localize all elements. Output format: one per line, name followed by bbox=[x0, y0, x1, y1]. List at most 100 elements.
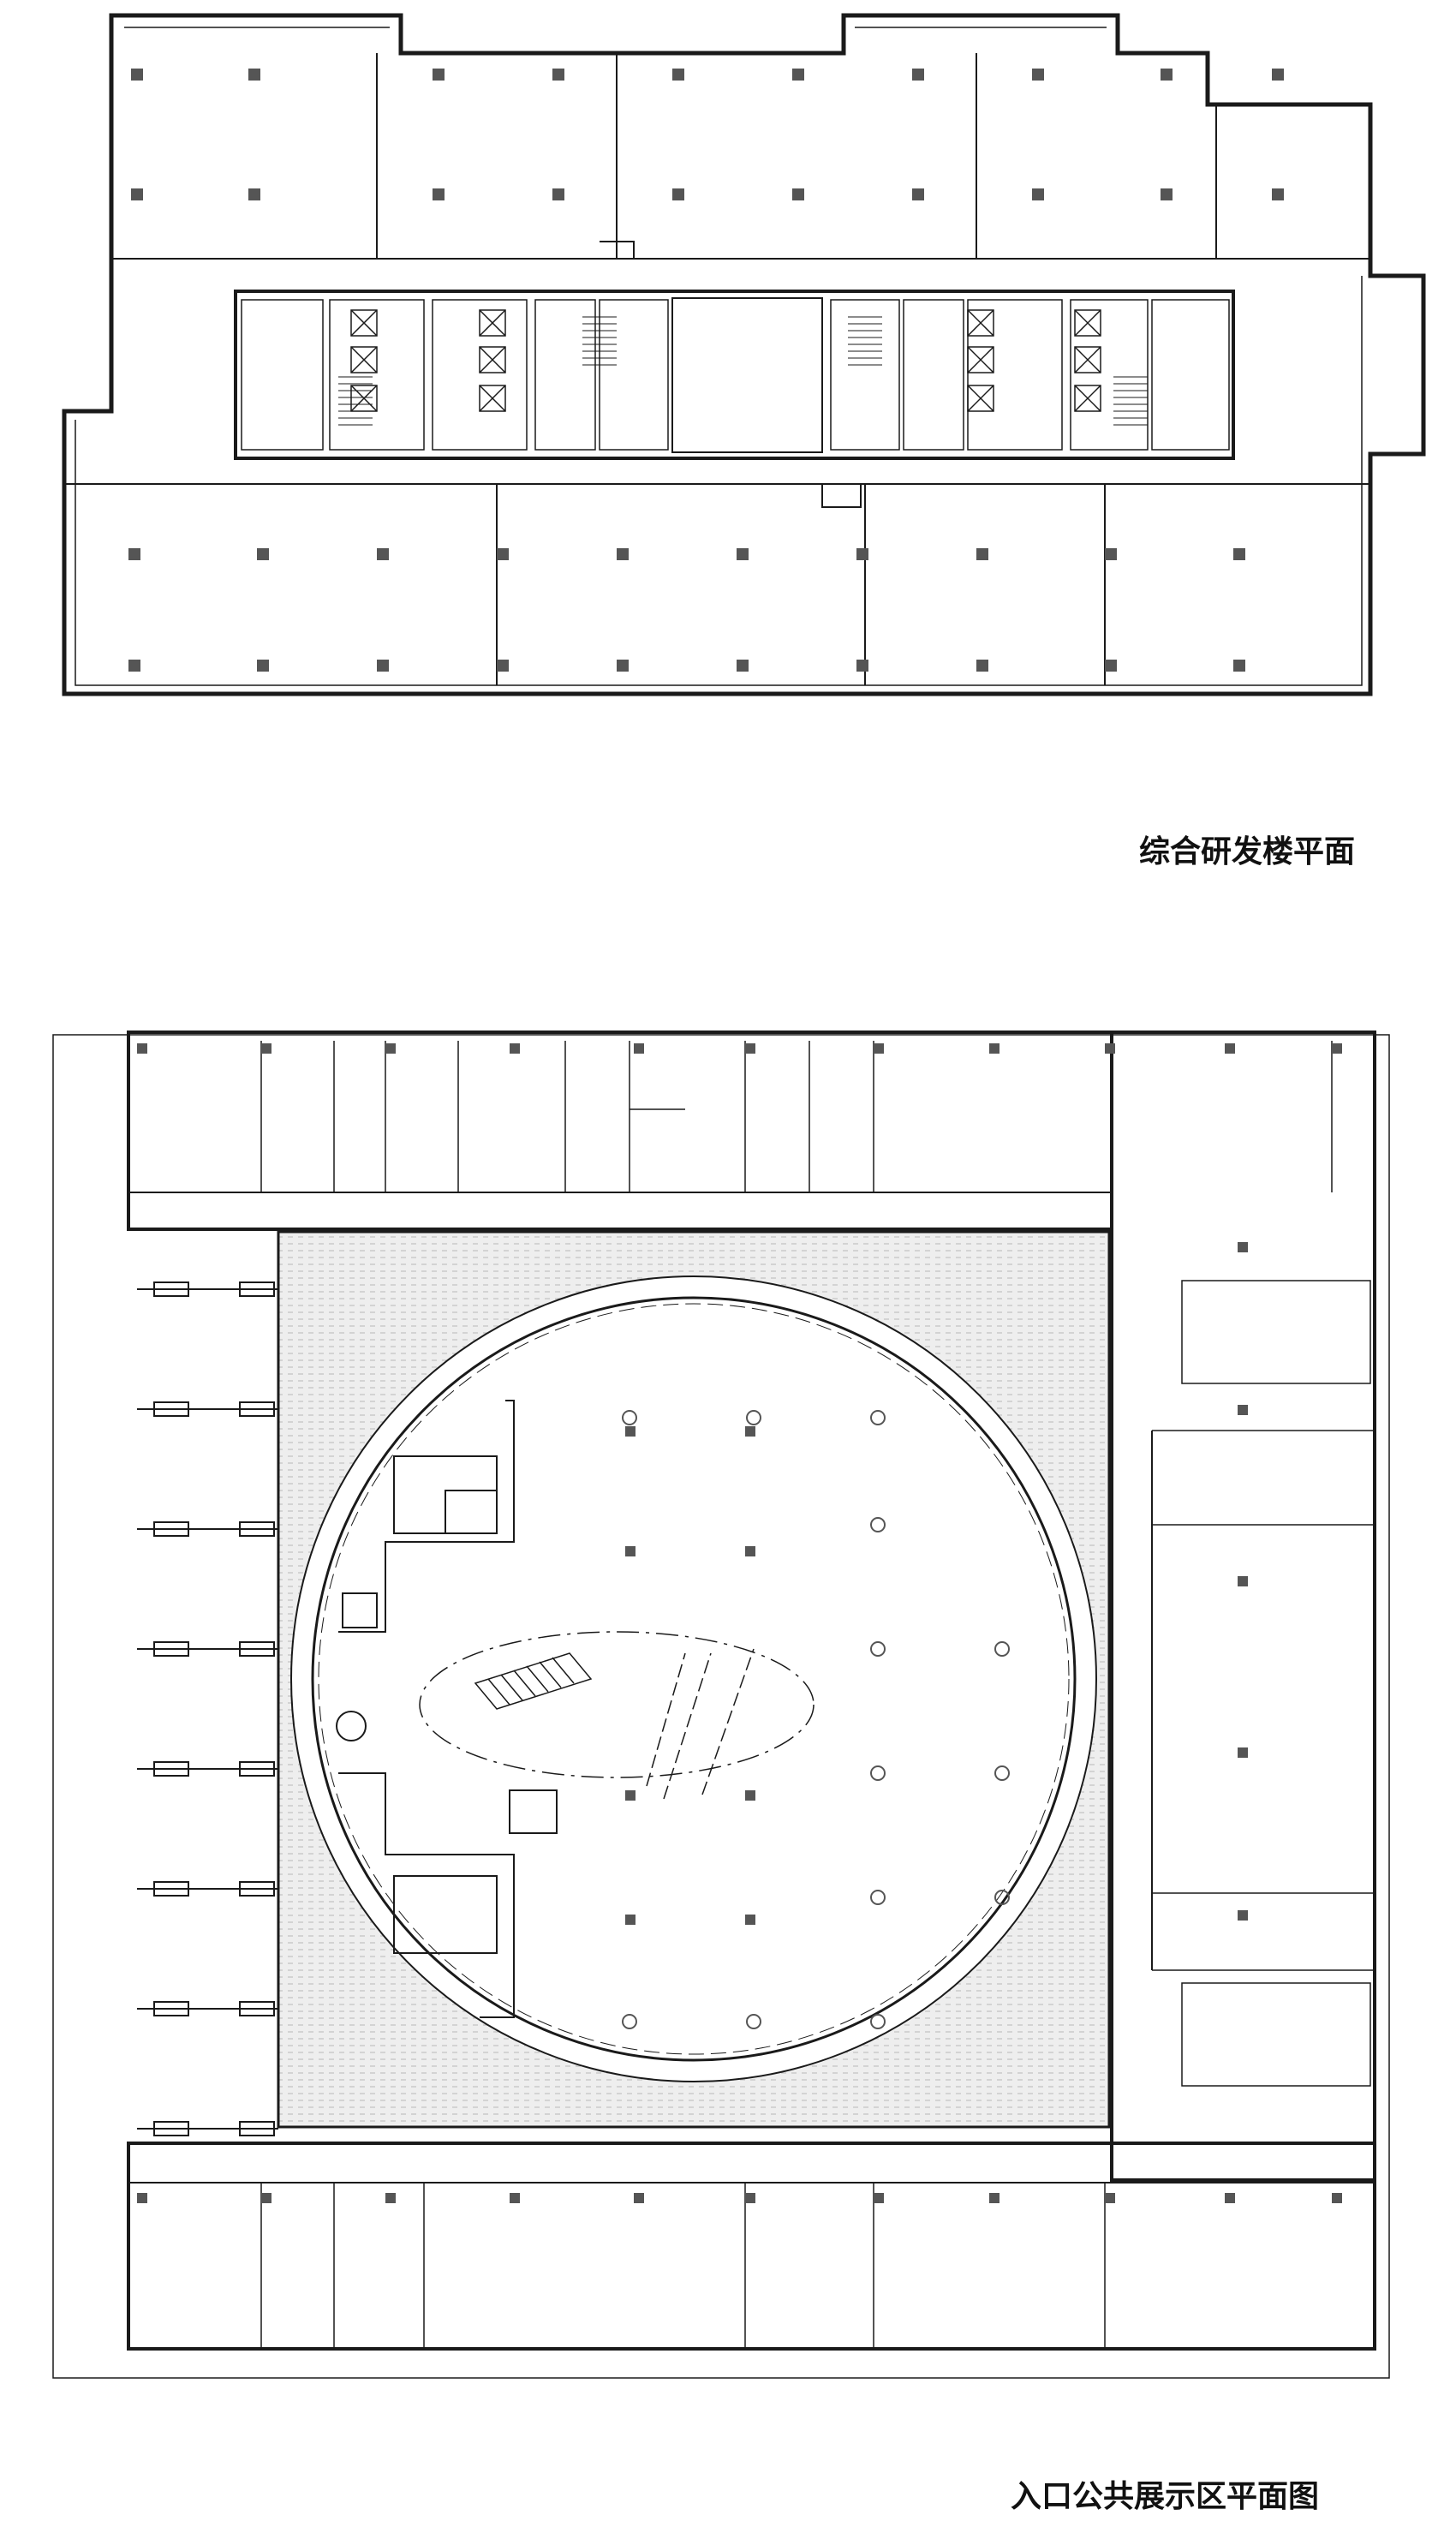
column bbox=[1032, 69, 1044, 81]
column bbox=[625, 1790, 636, 1801]
column bbox=[377, 548, 389, 560]
round-column bbox=[622, 1410, 637, 1425]
column bbox=[1233, 548, 1245, 560]
bottom-plan-caption: 入口公共展示区平面图 bbox=[1011, 2478, 1320, 2514]
column bbox=[137, 2193, 147, 2203]
column bbox=[377, 660, 389, 672]
top-plan-outer-wall bbox=[62, 13, 1426, 696]
column bbox=[874, 2193, 884, 2203]
hall-service-cores bbox=[336, 1400, 558, 2018]
exhibition-hall-outer-ring bbox=[290, 1275, 1097, 2082]
column bbox=[497, 660, 509, 672]
column bbox=[737, 660, 749, 672]
column bbox=[634, 2193, 644, 2203]
column bbox=[989, 1043, 1000, 1054]
column bbox=[792, 69, 804, 81]
column bbox=[1105, 660, 1117, 672]
column bbox=[1032, 188, 1044, 200]
column bbox=[912, 188, 924, 200]
column bbox=[131, 69, 143, 81]
column bbox=[856, 660, 868, 672]
column bbox=[745, 1426, 755, 1437]
round-column bbox=[746, 1410, 761, 1425]
round-column bbox=[994, 1641, 1010, 1657]
column bbox=[672, 188, 684, 200]
fin-block bbox=[153, 1641, 189, 1657]
column bbox=[737, 548, 749, 560]
column bbox=[912, 69, 924, 81]
round-column bbox=[870, 1890, 886, 1905]
column bbox=[257, 660, 269, 672]
column bbox=[976, 548, 988, 560]
top-upper-partitions bbox=[376, 53, 1217, 259]
fin-block bbox=[153, 1281, 189, 1297]
column bbox=[1225, 1043, 1235, 1054]
top-wing bbox=[127, 1031, 1113, 1231]
fin-block bbox=[239, 1521, 275, 1537]
top-core-block bbox=[234, 290, 1235, 460]
column bbox=[261, 2193, 272, 2203]
fin-block bbox=[153, 2121, 189, 2136]
round-column bbox=[870, 1765, 886, 1781]
column bbox=[745, 1043, 755, 1054]
fin-block bbox=[153, 2001, 189, 2016]
column bbox=[552, 69, 564, 81]
column bbox=[510, 2193, 520, 2203]
round-column bbox=[994, 1890, 1010, 1905]
column bbox=[745, 2193, 755, 2203]
column bbox=[433, 69, 445, 81]
fin-block bbox=[239, 1281, 275, 1297]
top-floor-plan bbox=[62, 13, 1426, 696]
column bbox=[745, 1790, 755, 1801]
column bbox=[1105, 548, 1117, 560]
column bbox=[248, 69, 260, 81]
top-plan-caption: 综合研发楼平面 bbox=[1139, 833, 1356, 869]
column bbox=[1332, 1043, 1342, 1054]
column bbox=[874, 1043, 884, 1054]
column bbox=[1233, 660, 1245, 672]
column bbox=[976, 660, 988, 672]
column bbox=[385, 2193, 396, 2203]
column bbox=[1161, 69, 1173, 81]
column bbox=[1332, 2193, 1342, 2203]
column bbox=[634, 1043, 644, 1054]
column bbox=[1272, 69, 1284, 81]
top-core-rooms bbox=[241, 299, 1230, 451]
column bbox=[385, 1043, 396, 1054]
column bbox=[1272, 188, 1284, 200]
column bbox=[131, 188, 143, 200]
fin-block bbox=[239, 2121, 275, 2136]
column bbox=[617, 548, 629, 560]
fin-block bbox=[239, 2001, 275, 2016]
round-column bbox=[870, 1517, 886, 1532]
fin-block bbox=[153, 1761, 189, 1777]
top-lower-partitions bbox=[496, 484, 1106, 685]
column bbox=[552, 188, 564, 200]
column bbox=[792, 188, 804, 200]
column bbox=[1238, 1576, 1248, 1586]
top-elevators bbox=[350, 309, 1101, 412]
column bbox=[672, 69, 684, 81]
column bbox=[1225, 2193, 1235, 2203]
column bbox=[128, 548, 140, 560]
bottom-wing bbox=[127, 2142, 1376, 2351]
fin-block bbox=[153, 1401, 189, 1417]
right-wing bbox=[1110, 1031, 1376, 2182]
central-stair bbox=[474, 1648, 755, 1800]
left-fins bbox=[137, 1281, 278, 2136]
round-column bbox=[622, 2014, 637, 2029]
column bbox=[257, 548, 269, 560]
exhibition-hall-wall bbox=[311, 1296, 1077, 2062]
column bbox=[856, 548, 868, 560]
column bbox=[1238, 1747, 1248, 1758]
column bbox=[1238, 1242, 1248, 1252]
column bbox=[1238, 1910, 1248, 1921]
column bbox=[128, 660, 140, 672]
hall-round-columns bbox=[622, 1410, 1010, 2029]
column bbox=[745, 1915, 755, 1925]
column bbox=[617, 660, 629, 672]
round-column bbox=[746, 2014, 761, 2029]
fin-block bbox=[239, 1881, 275, 1897]
column bbox=[1161, 188, 1173, 200]
column bbox=[1105, 2193, 1115, 2203]
